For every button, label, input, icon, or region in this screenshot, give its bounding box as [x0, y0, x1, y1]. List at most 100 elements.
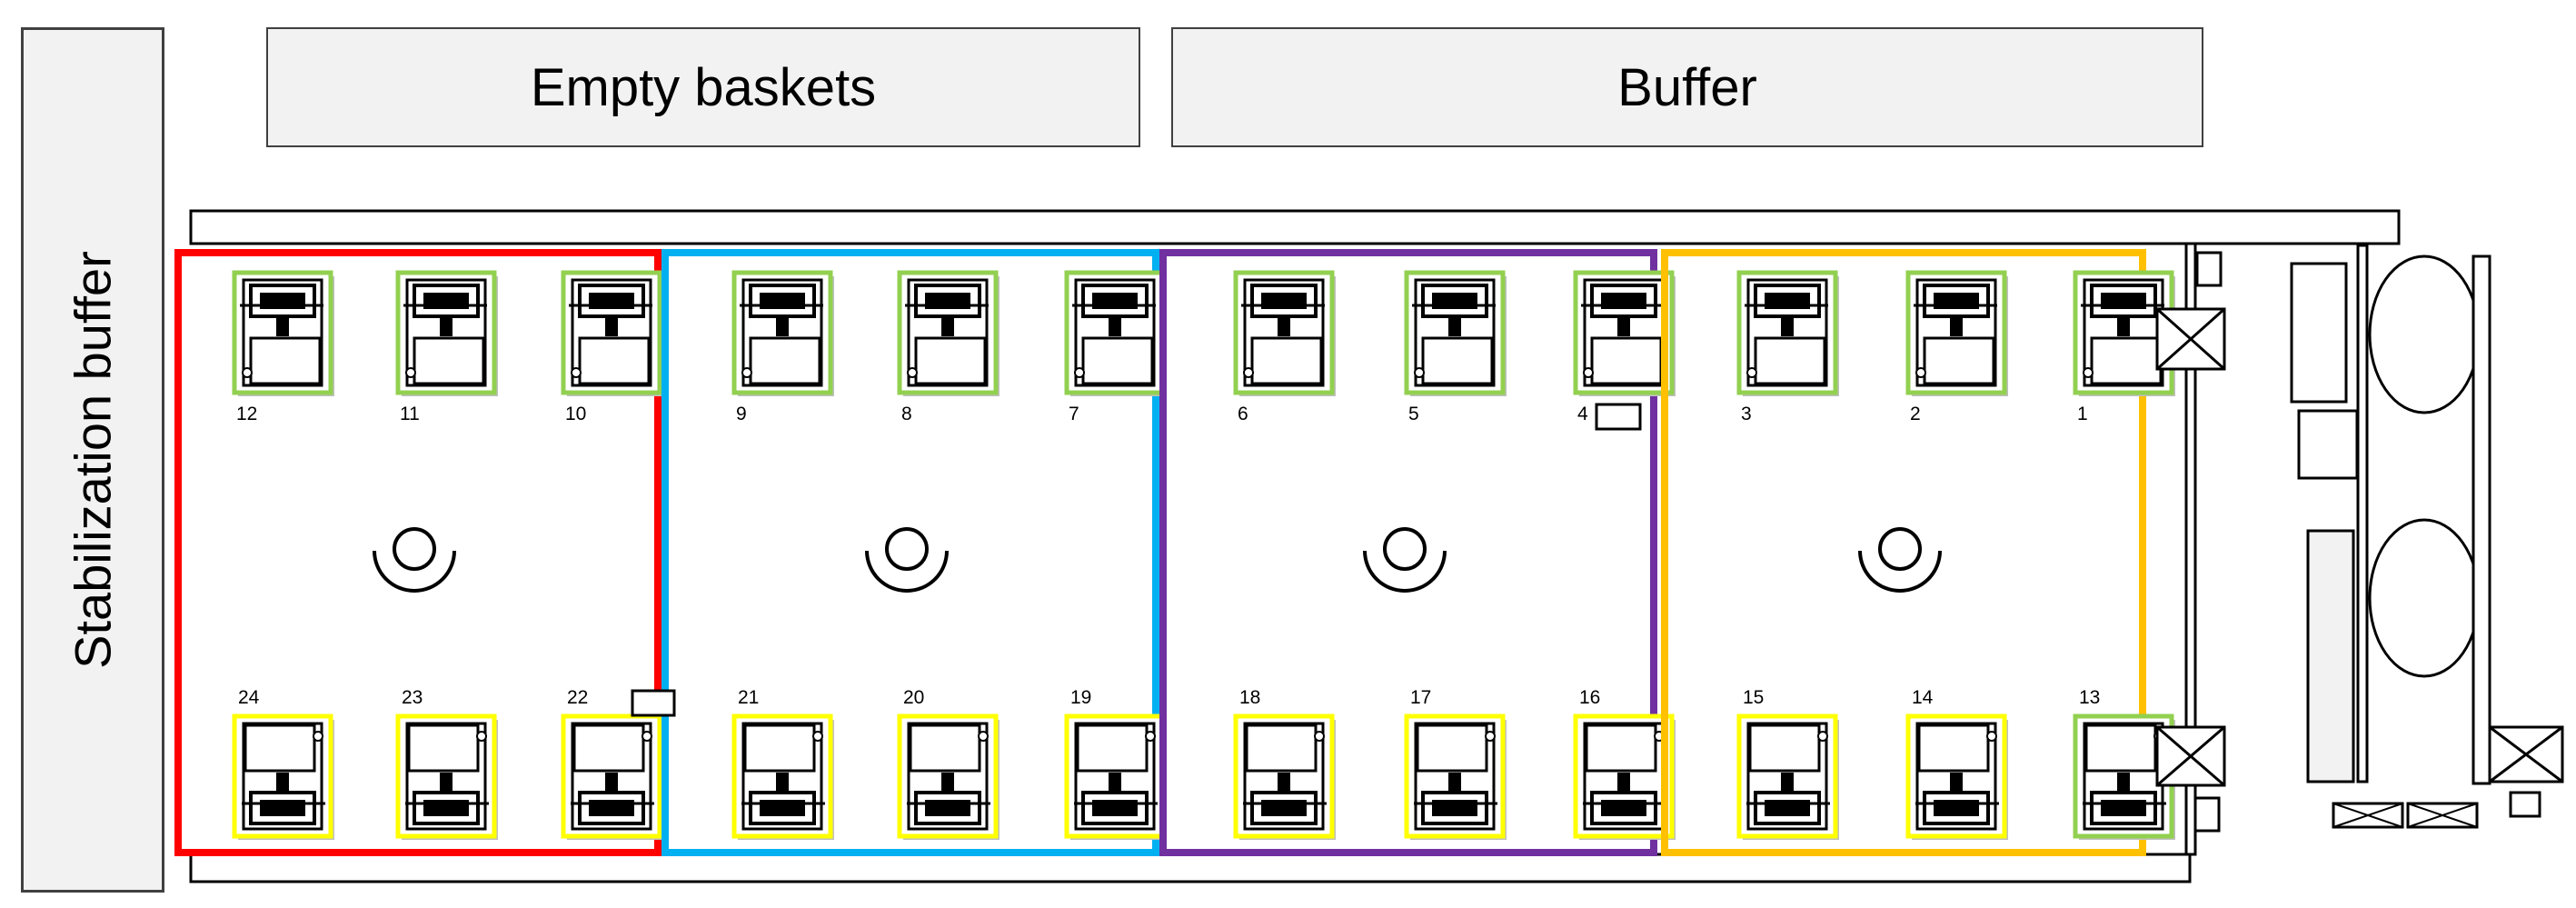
station-3: 3 — [1736, 270, 1839, 424]
zone-border — [174, 249, 661, 856]
small-marker — [631, 689, 676, 717]
machine-icon — [571, 722, 654, 831]
station-22: 22 — [561, 687, 663, 840]
machine-icon — [1746, 722, 1830, 831]
machine-spindle — [776, 773, 789, 794]
machine-table — [2090, 336, 2163, 385]
station-10: 10 — [561, 270, 663, 424]
roller — [2368, 518, 2481, 678]
machine-icon — [403, 278, 487, 387]
machine-spindle — [1781, 314, 1794, 336]
station-number: 5 — [1408, 404, 1419, 424]
machine-icon — [1072, 278, 1156, 387]
station-14: 14 — [1905, 687, 2008, 840]
station-number: 1 — [2077, 404, 2088, 424]
buffer-area: Buffer — [1171, 27, 2203, 147]
station-number: 9 — [736, 404, 747, 424]
equipment-block — [2290, 262, 2348, 404]
machine-spindle — [2117, 314, 2130, 336]
machine-handle — [907, 367, 918, 378]
station-number: 22 — [567, 687, 588, 708]
machine-icon — [1581, 278, 1665, 387]
station-6: 6 — [1233, 270, 1336, 424]
machine-spindle — [276, 314, 289, 336]
machine-icon — [740, 278, 823, 387]
machine-handle — [812, 731, 823, 742]
robot-icon — [373, 527, 456, 593]
machine-spindle — [1278, 314, 1290, 336]
machine-icon — [1243, 722, 1327, 831]
machine-icon — [569, 278, 652, 387]
zone-border — [661, 249, 1159, 856]
equipment-block — [2297, 409, 2359, 480]
machine-handle — [1583, 367, 1594, 378]
machine-icon — [2083, 722, 2166, 831]
robot-icon — [885, 527, 929, 571]
robot-icon — [865, 550, 949, 593]
station-18: 18 — [1233, 687, 1336, 840]
robot-icon — [1858, 527, 1942, 593]
machine-handle — [242, 367, 253, 378]
station-24: 24 — [232, 687, 334, 840]
robot-icon — [1363, 527, 1447, 593]
pallet — [2332, 803, 2403, 828]
bottom-conveyor — [189, 853, 2192, 883]
machine-handle — [1243, 367, 1254, 378]
machine-spindle — [276, 773, 289, 794]
station-19: 19 — [1064, 687, 1167, 840]
pallet — [2407, 803, 2478, 828]
crossed-box — [2489, 725, 2563, 783]
station-23: 23 — [395, 687, 498, 840]
machine-table — [749, 336, 821, 385]
station-12: 12 — [232, 270, 334, 424]
transfer-equipment — [2155, 242, 2564, 856]
station-11: 11 — [395, 270, 498, 424]
machine-icon — [1074, 722, 1158, 831]
machine-handle — [1074, 367, 1085, 378]
machine-icon — [1412, 278, 1496, 387]
machine-table — [1250, 336, 1323, 385]
station-number: 18 — [1239, 687, 1260, 708]
vertical-rail — [2356, 244, 2369, 783]
station-2: 2 — [1905, 270, 2008, 424]
station-number: 11 — [400, 404, 420, 424]
machine-handle — [1746, 367, 1757, 378]
machine-handle — [476, 731, 487, 742]
station-8: 8 — [897, 270, 1000, 424]
machine-spindle — [776, 314, 789, 336]
machine-spindle — [1617, 773, 1630, 794]
roller — [2368, 254, 2481, 414]
machine-handle — [1414, 367, 1425, 378]
station-number: 19 — [1070, 687, 1091, 708]
machine-spindle — [2117, 773, 2130, 794]
machine-spindle — [1448, 314, 1461, 336]
machine-table — [1585, 723, 1657, 773]
machine-table — [2084, 723, 2157, 773]
machine-table — [914, 336, 987, 385]
machine-spindle — [1950, 314, 1963, 336]
machine-icon — [405, 722, 489, 831]
machine-spindle — [440, 773, 453, 794]
buffer-label: Buffer — [1617, 57, 1757, 117]
machine-table — [1416, 723, 1488, 773]
machine-spindle — [1781, 773, 1794, 794]
zone-border — [1661, 249, 2146, 856]
machine-icon — [1745, 278, 1828, 387]
machine-table — [1917, 723, 1990, 773]
station-9: 9 — [731, 270, 834, 424]
machine-spindle — [605, 773, 618, 794]
machine-table — [1245, 723, 1318, 773]
station-number: 15 — [1743, 687, 1764, 708]
robot-icon — [865, 527, 949, 593]
equipment-block — [2306, 529, 2355, 783]
small-marker — [1595, 403, 1642, 431]
machine-table — [1076, 723, 1149, 773]
machine-table — [1081, 336, 1154, 385]
pallet-pair — [2332, 802, 2479, 829]
machine-icon — [242, 722, 325, 831]
small-marker — [2509, 791, 2541, 818]
station-number: 16 — [1579, 687, 1600, 708]
